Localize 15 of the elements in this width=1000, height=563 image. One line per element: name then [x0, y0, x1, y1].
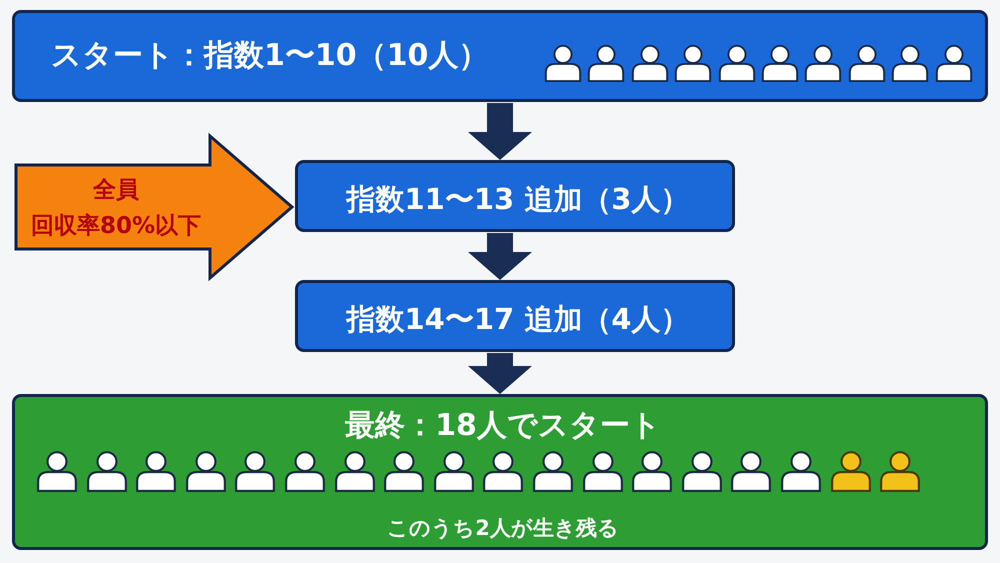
- heading-text: スタート：指数1〜10（10人）: [51, 37, 488, 75]
- process-box: [295, 160, 735, 232]
- arrow: [468, 353, 532, 394]
- arrow-shape: [14, 134, 294, 280]
- heading-text: 最終：18人でスタート: [345, 407, 661, 445]
- body-text: 回収率80%以下: [30, 212, 202, 241]
- arrow: [468, 233, 532, 280]
- heading-text: 指数11〜13 追加（3人）: [346, 181, 690, 218]
- process-box: [12, 10, 988, 102]
- process-box: [12, 394, 988, 550]
- heading-text: 指数14〜17 追加（4人）: [346, 301, 690, 338]
- arrow: [468, 103, 532, 160]
- process-box: [295, 280, 735, 352]
- heading-text: 全員: [93, 176, 139, 205]
- body-text: このうち2人が生き残る: [387, 515, 619, 542]
